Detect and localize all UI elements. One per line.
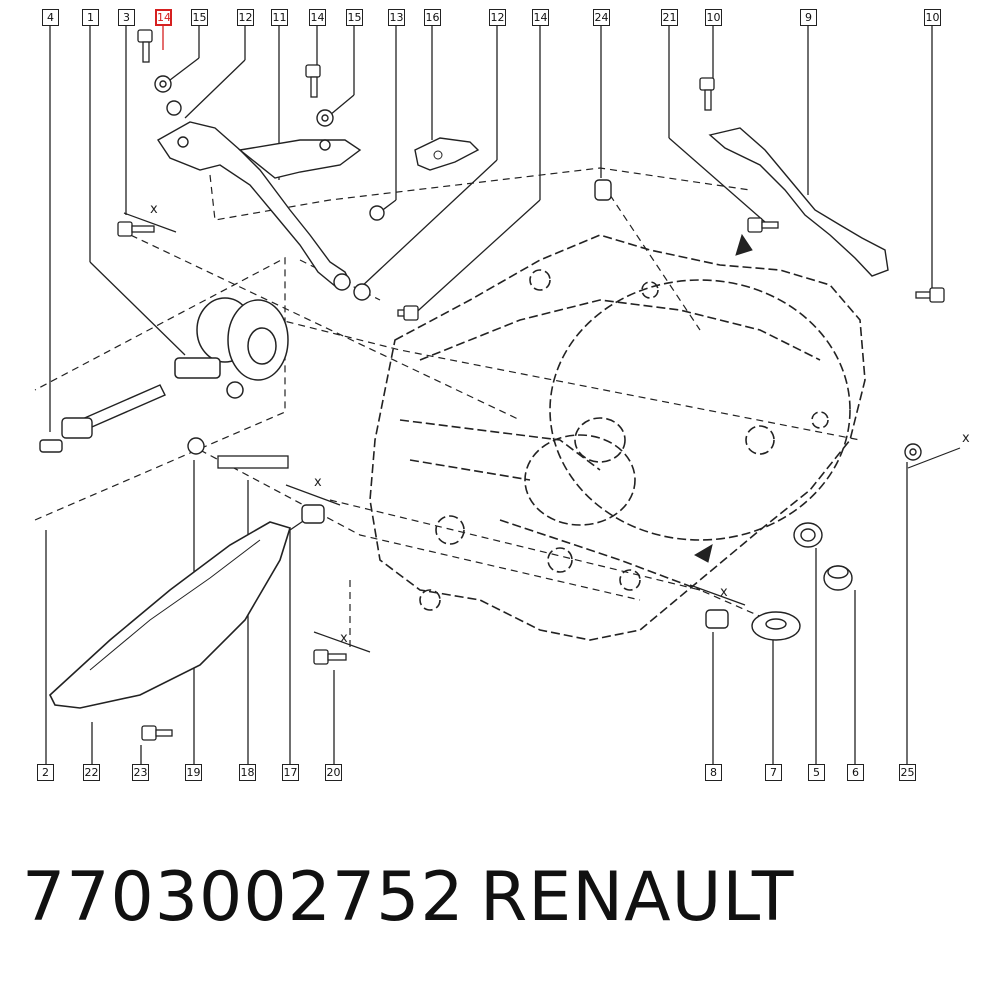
callout-label: 13 xyxy=(388,9,405,26)
callout-label: 15 xyxy=(346,9,363,26)
callout-label: 1 xyxy=(82,9,99,26)
callout-label: 3 xyxy=(118,9,135,26)
callout-label: 23 xyxy=(132,764,149,781)
callout-label: 22 xyxy=(83,764,100,781)
clearance-mark: x xyxy=(340,631,348,646)
callout-label: 17 xyxy=(282,764,299,781)
callout-label: 10 xyxy=(924,9,941,26)
callout-label: 8 xyxy=(705,764,722,781)
callout-label: 20 xyxy=(325,764,342,781)
callout-label: 25 xyxy=(899,764,916,781)
callout-label: 5 xyxy=(808,764,825,781)
callout-label: 18 xyxy=(239,764,256,781)
callout-label: 24 xyxy=(593,9,610,26)
clearance-mark: x xyxy=(962,431,970,446)
brand-name: RENAULT xyxy=(480,858,795,937)
callout-label: 16 xyxy=(424,9,441,26)
part-number: 7703002752 xyxy=(22,858,465,937)
callout-label: 12 xyxy=(237,9,254,26)
callout-label: 10 xyxy=(705,9,722,26)
callout-label: 11 xyxy=(271,9,288,26)
callout-label: 14 xyxy=(532,9,549,26)
callout-label: 21 xyxy=(661,9,678,26)
clearance-mark: x xyxy=(150,202,158,217)
callout-label: 9 xyxy=(800,9,817,26)
exploded-parts-diagram: x x x x x xyxy=(34,26,970,764)
highlighted-callout-label: 14 xyxy=(155,9,172,26)
callout-label: 15 xyxy=(191,9,208,26)
clearance-mark: x xyxy=(720,585,728,600)
callout-label: 19 xyxy=(185,764,202,781)
callout-label: 7 xyxy=(765,764,782,781)
callout-label: 12 xyxy=(489,9,506,26)
callout-label: 2 xyxy=(37,764,54,781)
callout-label: 6 xyxy=(847,764,864,781)
callout-label: 14 xyxy=(309,9,326,26)
clearance-mark: x xyxy=(314,475,322,490)
callout-label: 4 xyxy=(42,9,59,26)
